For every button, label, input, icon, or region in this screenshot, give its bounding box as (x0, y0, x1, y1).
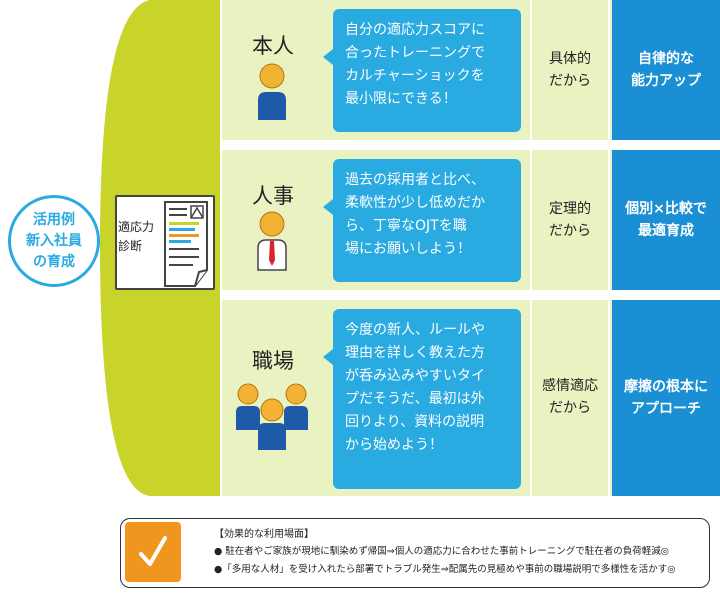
person-tie-icon (257, 211, 287, 271)
usage-scene-line: ●「多用な人材」を受け入れたら部署でトラブル発生⇒配属先の見極めや事前の職場説明… (214, 564, 676, 575)
hr-speech-bubble: 過去の採用者と比べ、 柔軟性が少し低めだか ら、丁寧なOJTを職 場にお願いしよ… (323, 159, 521, 282)
check-badge (125, 522, 181, 582)
row-title-hr: 人事 (252, 184, 294, 208)
column-divider (608, 0, 610, 496)
person-speech-bubble: 自分の適応力スコアに 合ったトレーニングで カルチャーショックを 最小限にできる… (323, 9, 521, 132)
person-icon (258, 63, 286, 120)
usage-scenes-box (120, 518, 710, 588)
workplace-speech-bubble: 今度の新人、ルールや 理由を詳しく教えた方 が呑み込みやすいタイ プだそうだ、最… (323, 309, 521, 489)
diagnosis-label: 適応力 診断 (118, 220, 155, 253)
usage-scenes-title: 【効果的な利用場面】 (214, 529, 314, 540)
usage-example-label: 活用例 新入社員 の育成 (26, 211, 82, 270)
usage-scene-line: ● 駐在者やご家族が現地に馴染めず帰国⇒個人の適応力に合わせた事前トレーニングで… (214, 546, 670, 557)
document-icon (164, 201, 208, 287)
person-reason: 具体的 だから (549, 51, 591, 89)
group-icon (236, 383, 308, 450)
workplace-result: 摩擦の根本に アプローチ (612, 300, 720, 496)
usage-example-circle: 活用例 新入社員 の育成 (8, 195, 100, 287)
row-title-workplace: 職場 (252, 349, 294, 373)
workplace-reason: 感情適応 だから (542, 378, 598, 416)
person-result: 自律的な 能力アップ (612, 0, 720, 140)
hr-reason: 定理的 だから (549, 201, 591, 239)
hr-result: 個別×比較で 最適育成 (612, 150, 720, 290)
column-divider (530, 0, 532, 496)
check-icon (139, 536, 167, 566)
row-title-person: 本人 (252, 34, 294, 58)
